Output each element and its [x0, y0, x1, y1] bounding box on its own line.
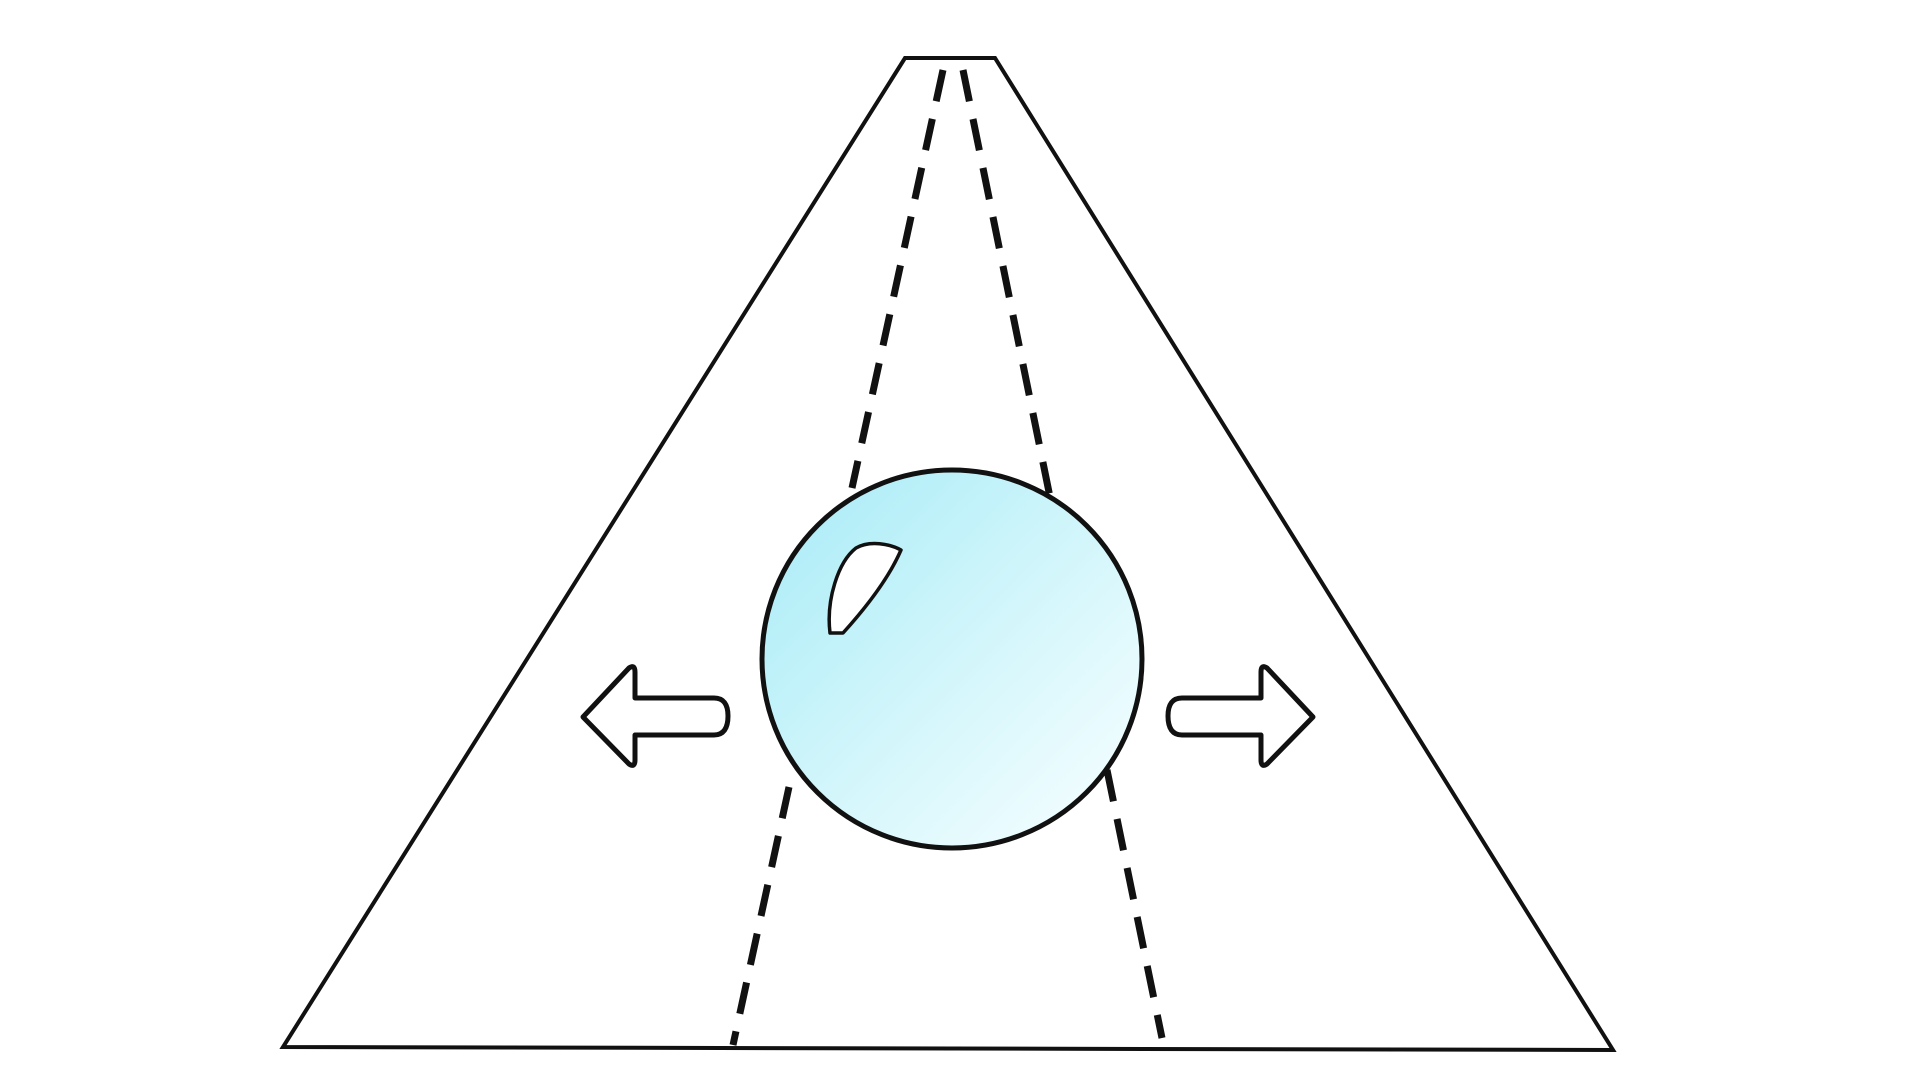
sphere — [759, 467, 1145, 851]
left-arrow-icon — [580, 664, 731, 768]
dashed-lane-left-lower — [729, 786, 793, 1046]
dashed-lane-right-upper — [959, 69, 1054, 498]
trapezoid-outline — [279, 56, 1617, 1053]
dashed-lane-right-lower — [1103, 769, 1166, 1039]
sphere-highlight — [827, 541, 903, 635]
right-arrow-icon — [1165, 664, 1316, 768]
dashed-lane-left-upper — [848, 69, 947, 489]
